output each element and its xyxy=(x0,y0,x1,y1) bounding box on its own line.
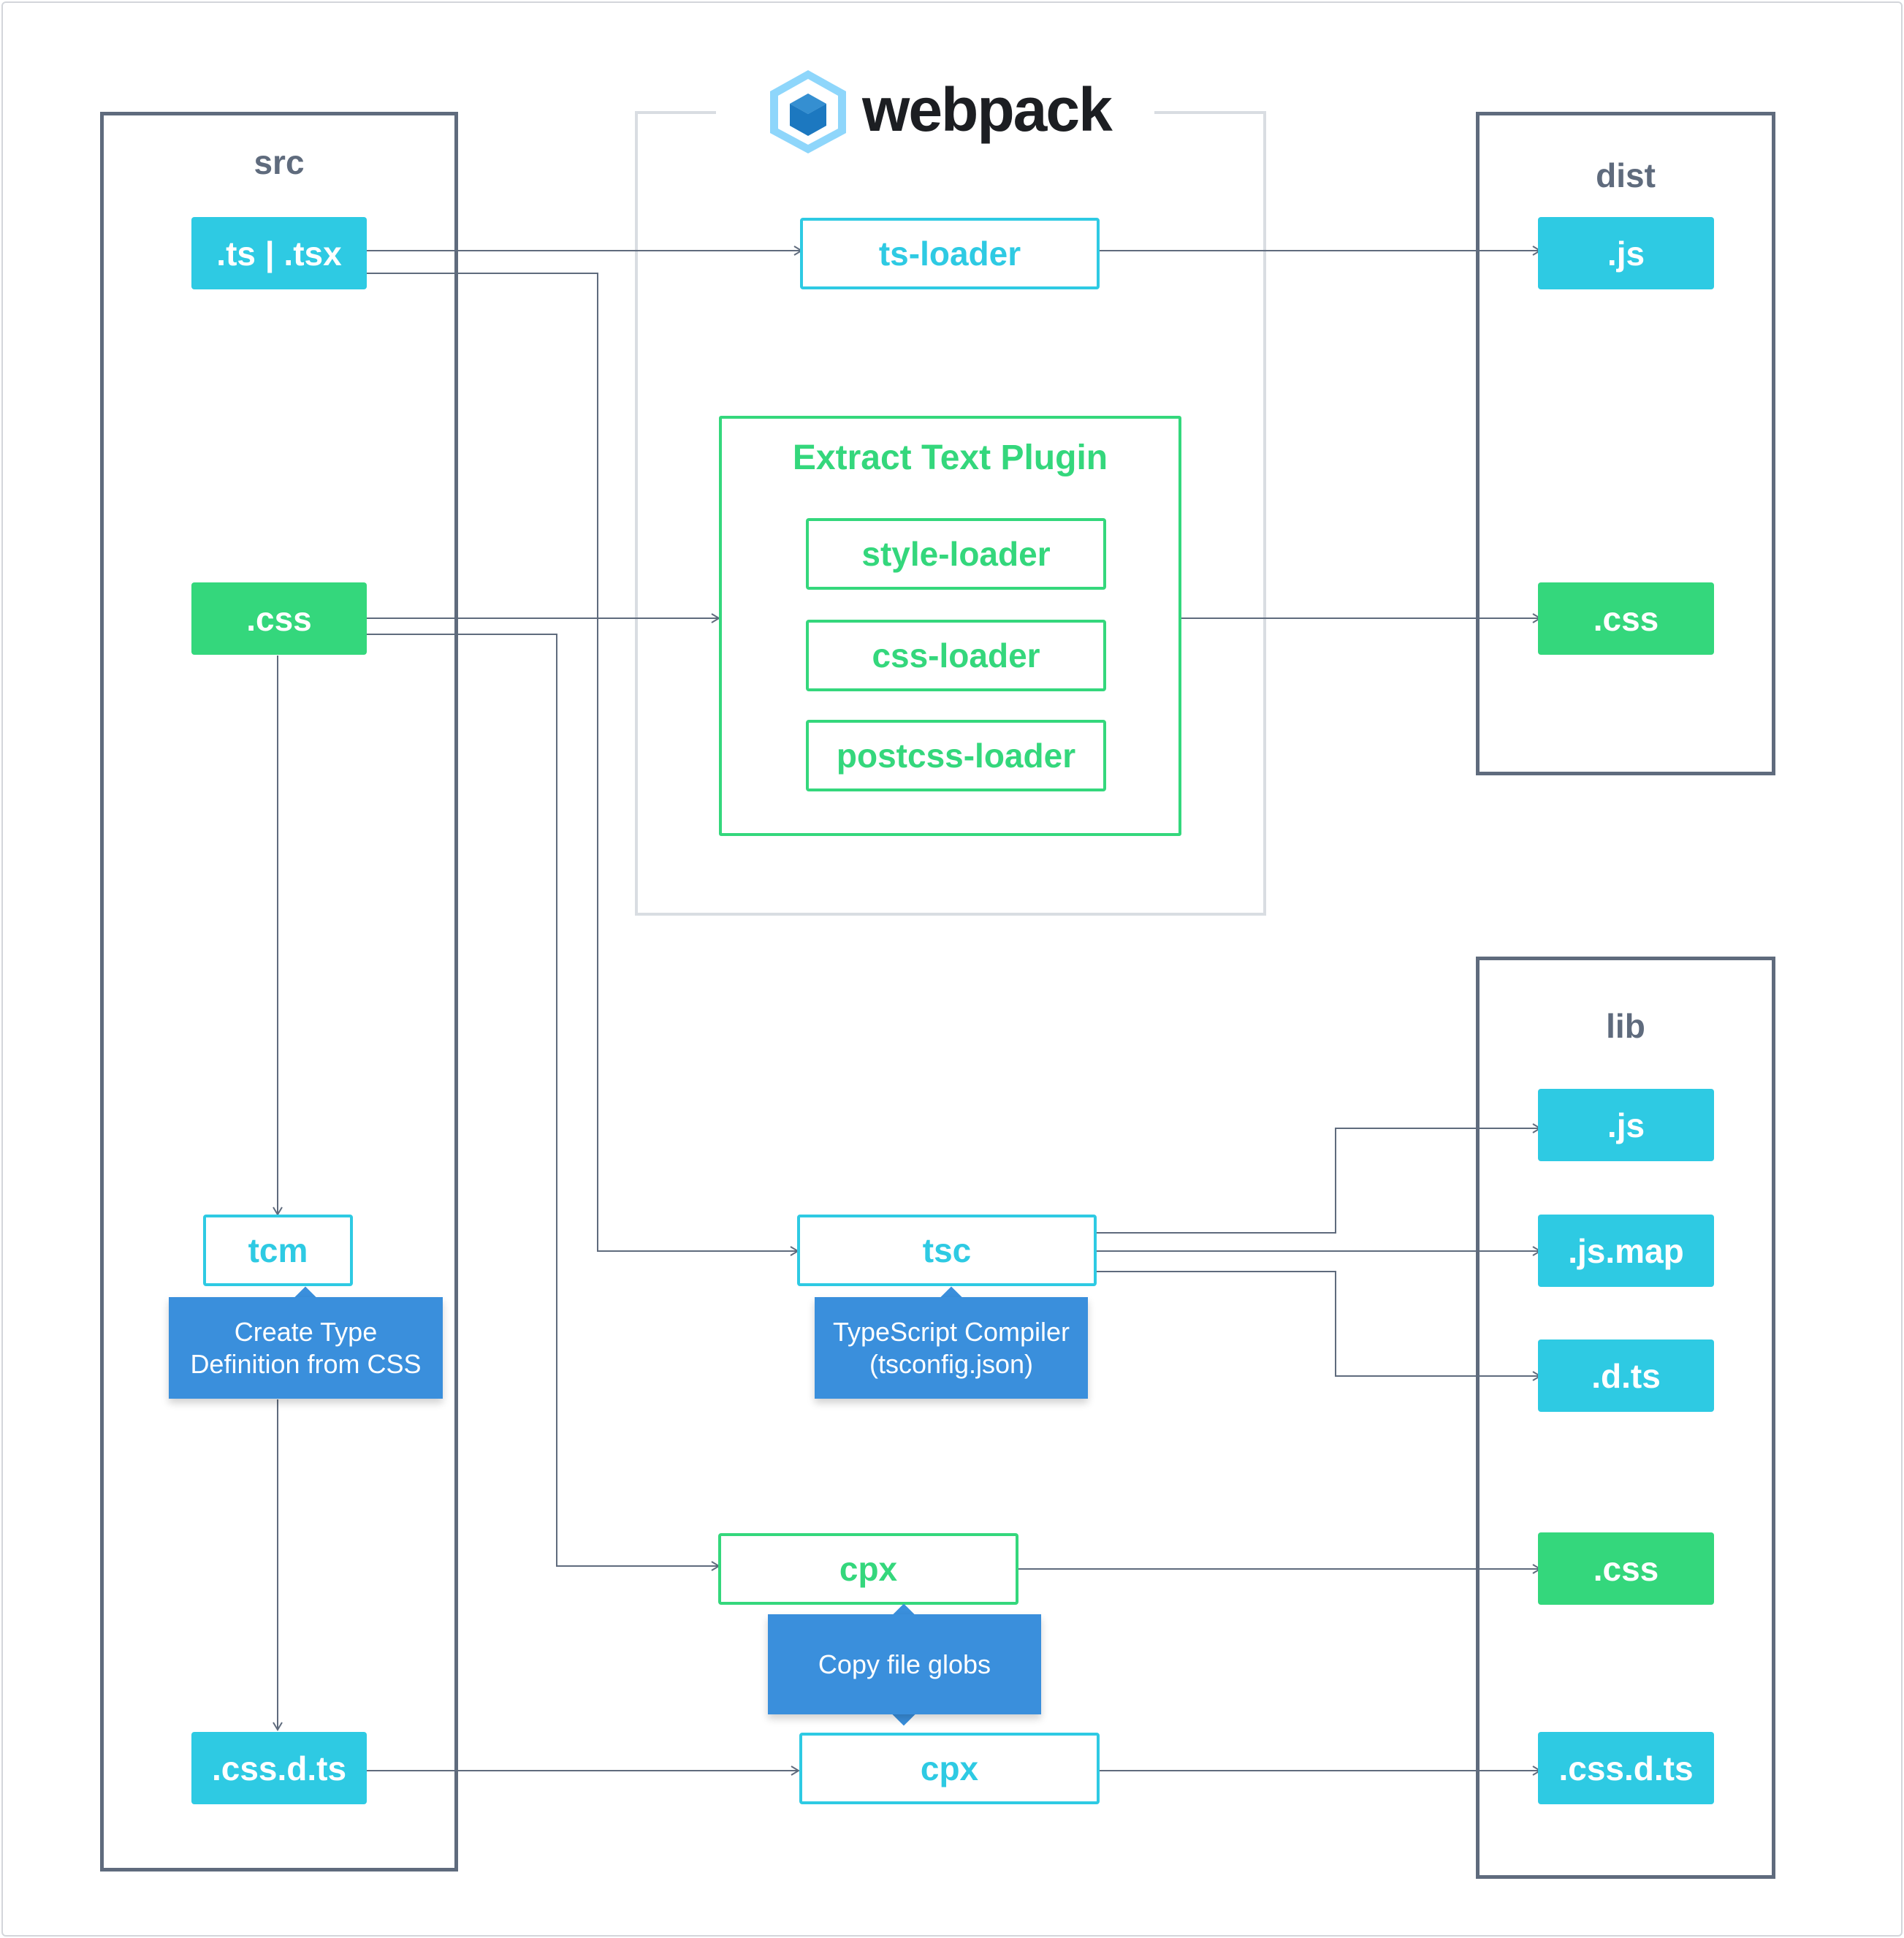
lib-js-file[interactable]: .js xyxy=(1538,1089,1714,1161)
css-loader-box[interactable]: css-loader xyxy=(806,620,1106,691)
tcm-callout-line-2: Definition from CSS xyxy=(190,1348,422,1379)
lib-css-d-ts-file[interactable]: .css.d.ts xyxy=(1538,1732,1714,1804)
lib-panel-title: lib xyxy=(1606,1007,1645,1045)
cpx-callout-line-1: Copy file globs xyxy=(818,1649,991,1679)
wire-ts-to-tsc xyxy=(366,273,799,1256)
wire-tsc-to-lib-d-ts xyxy=(1096,1271,1542,1381)
cpx-callout: Copy file globs xyxy=(768,1614,1041,1714)
tsc-callout-line-2: (tsconfig.json) xyxy=(869,1348,1034,1379)
ts-loader-box[interactable]: ts-loader xyxy=(800,218,1100,289)
wire-tsc-to-lib-js xyxy=(1096,1123,1542,1234)
tcm-callout-line-1: Create Type xyxy=(234,1316,378,1347)
dist-panel xyxy=(1476,112,1775,775)
tcm-tool-box[interactable]: tcm xyxy=(203,1215,353,1286)
webpack-wordmark: webpack xyxy=(862,75,1113,144)
dist-js-file[interactable]: .js xyxy=(1538,217,1714,289)
src-ts-tsx-file[interactable]: .ts | .tsx xyxy=(191,217,367,289)
lib-d-ts-file[interactable]: .d.ts xyxy=(1538,1340,1714,1412)
style-loader-box[interactable]: style-loader xyxy=(806,518,1106,590)
tsc-tool-box[interactable]: tsc xyxy=(797,1215,1097,1286)
src-panel-title: src xyxy=(254,143,305,181)
dist-panel-title: dist xyxy=(1596,156,1656,194)
src-css-file[interactable]: .css xyxy=(191,582,367,655)
cpx-css-tool-box[interactable]: cpx xyxy=(718,1533,1018,1605)
src-css-d-ts-file[interactable]: .css.d.ts xyxy=(191,1732,367,1804)
src-panel xyxy=(100,112,458,1872)
tsc-callout: TypeScript Compiler (tsconfig.json) xyxy=(815,1297,1088,1399)
lib-css-file[interactable]: .css xyxy=(1538,1532,1714,1605)
webpack-cube-icon xyxy=(770,70,846,153)
tsc-callout-line-1: TypeScript Compiler xyxy=(832,1316,1070,1347)
cpx-dts-tool-box[interactable]: cpx xyxy=(799,1733,1100,1804)
postcss-loader-box[interactable]: postcss-loader xyxy=(806,720,1106,791)
lib-js-map-file[interactable]: .js.map xyxy=(1538,1215,1714,1287)
lib-panel xyxy=(1476,957,1775,1879)
wire-css-to-cpx xyxy=(366,634,720,1571)
dist-css-file[interactable]: .css xyxy=(1538,582,1714,655)
tcm-callout: Create Type Definition from CSS xyxy=(169,1297,443,1399)
extract-text-plugin-title: Extract Text Plugin xyxy=(792,438,1108,477)
